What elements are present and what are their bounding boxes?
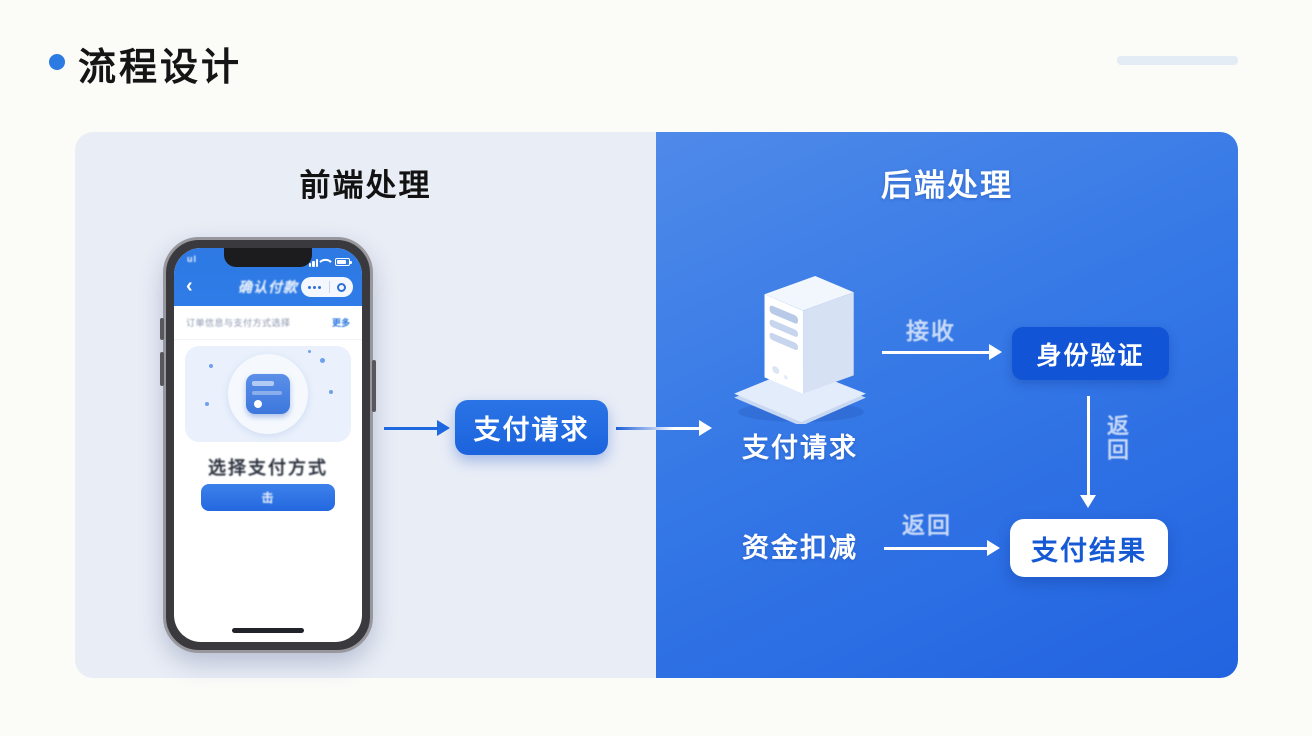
sparkle-dot	[308, 350, 311, 353]
phone-volume-button	[160, 352, 164, 386]
phone-volume-button	[160, 318, 164, 340]
battery-icon	[335, 258, 352, 266]
arrow-verify-to-result	[1080, 396, 1096, 508]
phone-pay-button-label: 击	[261, 491, 275, 505]
subheader-link: 更多	[331, 318, 350, 328]
receive-label: 接收	[906, 318, 956, 344]
return-vertical-label: 返回	[1104, 414, 1129, 462]
app-header: ul ‹ 确认付款	[174, 248, 362, 306]
frontend-heading: 前端处理	[299, 168, 432, 203]
capsule-menu-icon	[301, 277, 353, 297]
wifi-icon	[319, 255, 332, 268]
payment-result-box: 支付结果	[1010, 519, 1168, 577]
nav-title: 确认付款	[238, 279, 298, 295]
phone-notch	[224, 248, 312, 267]
sparkle-dot	[320, 358, 325, 363]
decorative-bar	[1117, 56, 1238, 65]
arrow-server-to-verify	[882, 344, 1002, 360]
signal-icon	[308, 259, 318, 267]
payment-result-label: 支付结果	[1031, 535, 1147, 566]
subheader-row: 订单信息与支付方式选择 更多	[174, 306, 362, 340]
nav-bar: ‹ 确认付款	[174, 270, 362, 306]
phone-screen: ul ‹ 确认付款 订单信息与支付方式选择 更多	[174, 248, 362, 642]
home-indicator	[232, 628, 304, 633]
server-request-label: 支付请求	[742, 433, 858, 463]
wallet-card-icon	[246, 374, 290, 414]
phone-mockup: ul ‹ 确认付款 订单信息与支付方式选择 更多	[160, 237, 376, 653]
icon-circle	[228, 354, 308, 434]
server-icon	[734, 276, 866, 424]
choose-payment-label: 选择支付方式	[208, 458, 328, 478]
phone-pay-button: 击	[201, 484, 335, 511]
title-bullet-dot	[49, 54, 65, 70]
arrow-phone-to-request	[384, 420, 450, 436]
subheader-text: 订单信息与支付方式选择	[186, 318, 291, 328]
backend-heading: 后端处理	[881, 168, 1013, 203]
arrow-deduct-to-result	[884, 540, 1000, 556]
identity-verify-box: 身份验证	[1012, 327, 1169, 380]
return-label: 返回	[902, 512, 952, 538]
payment-card	[185, 346, 351, 442]
sparkle-dot	[205, 402, 209, 406]
sparkle-dot	[209, 364, 213, 368]
page-title: 流程设计	[78, 47, 243, 89]
phone-power-button	[372, 360, 376, 412]
funds-deduct-label: 资金扣减	[742, 533, 858, 563]
payment-request-box: 支付请求	[455, 400, 608, 455]
identity-verify-label: 身份验证	[1036, 341, 1145, 370]
back-chevron-icon: ‹	[186, 275, 193, 297]
status-bar: ul	[174, 251, 362, 269]
arrow-request-to-backend	[616, 420, 712, 436]
sparkle-dot	[329, 390, 333, 394]
payment-request-label: 支付请求	[473, 415, 590, 445]
carrier-label: ul	[187, 254, 197, 264]
